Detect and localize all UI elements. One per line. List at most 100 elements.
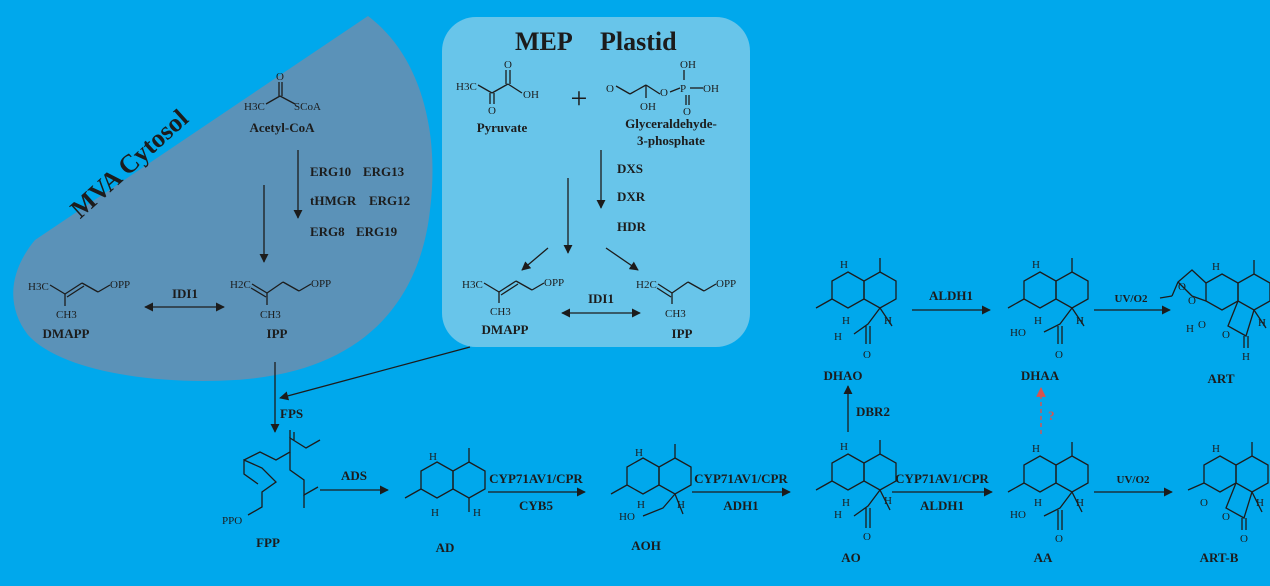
plastid-region-title: Plastid <box>600 27 677 56</box>
svg-text:H: H <box>1032 259 1040 271</box>
svg-text:O: O <box>606 83 614 95</box>
svg-text:H: H <box>677 499 685 511</box>
svg-text:OH: OH <box>640 101 656 113</box>
acetyl-coa-structure: H3C O SCoA <box>244 71 321 113</box>
svg-text:H: H <box>884 495 892 507</box>
aoh-label: AOH <box>631 538 661 553</box>
svg-text:O: O <box>683 106 691 118</box>
svg-text:O: O <box>488 105 496 117</box>
svg-text:HO: HO <box>619 511 635 523</box>
uv-o2-upper: UV/O2 <box>1115 293 1149 305</box>
enzyme-idi1-cytosol: IDI1 <box>172 286 198 301</box>
dmapp-plastid-label: DMAPP <box>482 322 529 337</box>
svg-text:O: O <box>660 87 668 99</box>
svg-text:CH3: CH3 <box>56 309 77 321</box>
svg-text:O: O <box>863 349 871 361</box>
svg-text:H: H <box>1212 261 1220 273</box>
svg-text:O: O <box>1200 497 1208 509</box>
svg-text:O: O <box>1055 349 1063 361</box>
enzyme-erg8: ERG8 <box>310 224 345 239</box>
svg-text:O: O <box>1222 511 1230 523</box>
svg-text:O: O <box>1222 329 1230 341</box>
plus-sign: + <box>571 82 588 115</box>
svg-text:H: H <box>840 259 848 271</box>
ipp-plastid-structure: H2C CH3 OPP <box>636 278 736 320</box>
svg-text:P: P <box>680 83 686 95</box>
enzyme-cyp-cpr-1: CYP71AV1/CPR <box>489 471 583 486</box>
ao-structure: H H H H O <box>815 440 897 543</box>
aa-structure: H H H HO O <box>1007 442 1089 545</box>
svg-text:H: H <box>834 331 842 343</box>
art-structure: O O H H O O H H <box>1159 260 1270 363</box>
ipp-cytosol-label: IPP <box>267 326 288 341</box>
svg-text:H: H <box>1076 315 1084 327</box>
svg-text:OPP: OPP <box>716 278 736 290</box>
aa-label: AA <box>1034 550 1053 565</box>
svg-text:H2C: H2C <box>636 279 657 291</box>
dhao-label: DHAO <box>824 368 863 383</box>
svg-text:H: H <box>1076 497 1084 509</box>
svg-text:H: H <box>842 315 850 327</box>
svg-text:CH3: CH3 <box>665 308 686 320</box>
svg-text:OPP: OPP <box>110 279 130 291</box>
svg-text:OH: OH <box>680 59 696 71</box>
ad-label: AD <box>436 540 455 555</box>
to-dmapp-plastid-arrow <box>521 247 549 271</box>
svg-text:H: H <box>1212 443 1220 455</box>
dmapp-cytosol-label: DMAPP <box>43 326 90 341</box>
enzyme-dxr: DXR <box>617 189 646 204</box>
enzyme-hdr: HDR <box>617 219 647 234</box>
enzyme-fps: FPS <box>280 406 303 421</box>
unknown-step-marker: ? <box>1048 408 1055 423</box>
enzyme-ads: ADS <box>341 468 367 483</box>
enzyme-dxs: DXS <box>617 161 643 176</box>
svg-text:H: H <box>1256 497 1264 509</box>
enzyme-aldh1-upper: ALDH1 <box>929 288 973 303</box>
svg-text:H: H <box>429 451 437 463</box>
svg-text:H3C: H3C <box>28 281 49 293</box>
svg-text:H: H <box>637 499 645 511</box>
to-ipp-plastid-arrow <box>605 247 639 271</box>
svg-text:CH3: CH3 <box>490 306 511 318</box>
mva-cytosol-region <box>13 16 433 381</box>
enzyme-adh1: ADH1 <box>723 498 758 513</box>
svg-text:H: H <box>884 315 892 327</box>
svg-text:O: O <box>1198 319 1206 331</box>
enzyme-cyp-cpr-3: CYP71AV1/CPR <box>895 471 989 486</box>
svg-text:H: H <box>431 507 439 519</box>
svg-text:PPO: PPO <box>222 515 242 527</box>
enzyme-erg19: ERG19 <box>356 224 398 239</box>
svg-text:H: H <box>1186 323 1194 335</box>
svg-text:OPP: OPP <box>311 278 331 290</box>
svg-text:O: O <box>1240 533 1248 545</box>
g3p-label-line2: 3-phosphate <box>637 133 705 148</box>
svg-text:H: H <box>1034 315 1042 327</box>
dmapp-cytosol-structure: H3C CH3 OPP <box>28 279 130 321</box>
acetyl-coa-label: Acetyl-CoA <box>250 120 316 135</box>
svg-text:H: H <box>842 497 850 509</box>
svg-text:OH: OH <box>703 83 719 95</box>
enzyme-cyb5: CYB5 <box>519 498 553 513</box>
enzyme-idi1-plastid: IDI1 <box>588 291 614 306</box>
svg-text:O: O <box>863 531 871 543</box>
svg-text:H: H <box>1242 351 1250 363</box>
svg-text:H: H <box>1032 443 1040 455</box>
art-b-structure: H H O O O <box>1187 442 1269 545</box>
svg-text:CH3: CH3 <box>260 309 281 321</box>
svg-text:H3C: H3C <box>462 279 483 291</box>
svg-text:H: H <box>1034 497 1042 509</box>
enzyme-erg13: ERG13 <box>363 164 405 179</box>
ao-label: AO <box>841 550 861 565</box>
pyruvate-structure: H3C O O OH <box>456 59 539 117</box>
dhao-structure: H H H H O <box>815 258 897 361</box>
ad-structure: H H H <box>404 448 486 519</box>
svg-text:H2C: H2C <box>230 279 251 291</box>
plastid-to-fpp-arrow <box>279 346 471 401</box>
uv-o2-lower: UV/O2 <box>1117 474 1151 486</box>
enzyme-dbr2: DBR2 <box>856 404 890 419</box>
svg-text:O: O <box>504 59 512 71</box>
svg-text:H: H <box>1258 317 1266 329</box>
svg-text:H: H <box>834 509 842 521</box>
enzyme-erg12: ERG12 <box>369 193 410 208</box>
